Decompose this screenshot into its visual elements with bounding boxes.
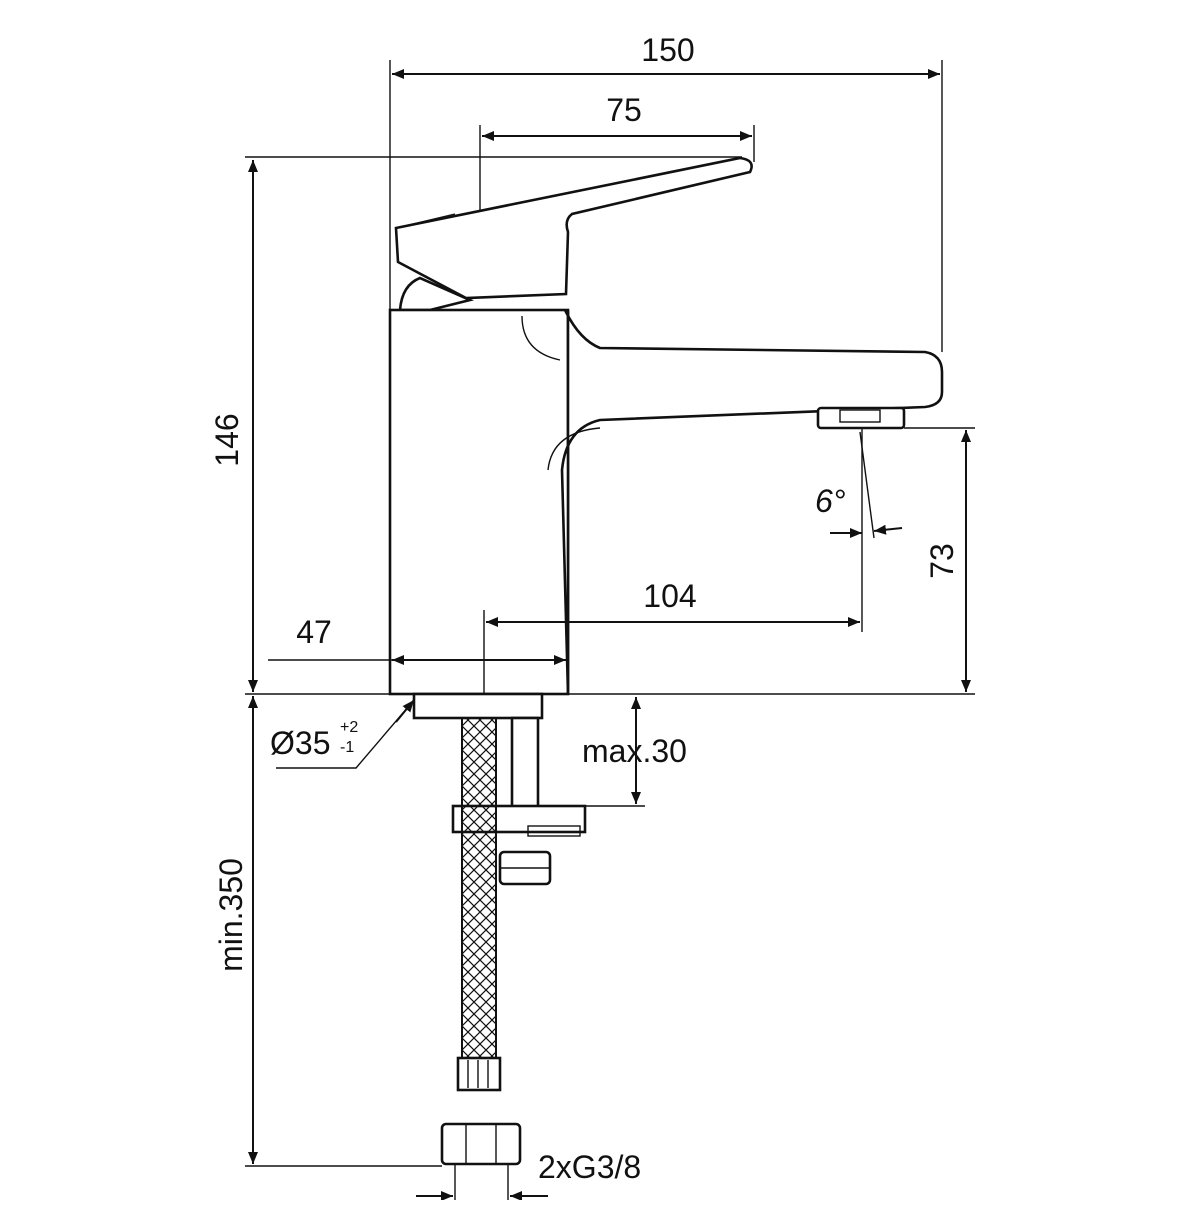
spout-inner-curve	[521, 315, 561, 361]
label-73: 73	[924, 543, 960, 579]
angle-arrow-right	[873, 524, 903, 535]
label-connection: 2xG3/8	[538, 1149, 641, 1185]
hose-braid	[461, 717, 497, 1061]
faucet-spout	[560, 310, 944, 695]
label-spray-angle: 6°	[815, 483, 846, 519]
hose-ferrule	[456, 1056, 502, 1092]
label-max-30: max.30	[582, 733, 687, 769]
aerator	[816, 406, 906, 430]
diameter-leader	[276, 699, 415, 769]
base-plate	[412, 692, 544, 720]
threaded-rod	[510, 716, 540, 812]
hose-connector-nut	[440, 1122, 522, 1166]
spout-under-curve	[547, 427, 601, 471]
faucet-body	[388, 156, 944, 696]
spray-angle-line	[859, 431, 875, 539]
bracket-lip	[527, 825, 581, 837]
lever-handle	[394, 156, 753, 300]
flexible-hose	[440, 717, 522, 1166]
label-diameter: Ø35	[270, 725, 330, 761]
dimension-labels: 150 75 146 73 104 47 6° Ø35 +2 -1 max.30…	[209, 32, 960, 1185]
diameter-arrow	[395, 699, 415, 723]
label-tol-minus: -1	[340, 739, 354, 756]
lever-edge	[395, 213, 456, 229]
label-146: 146	[209, 413, 245, 466]
dimension-lines	[248, 69, 971, 1201]
label-min-350: min.350	[213, 858, 249, 972]
label-75: 75	[606, 92, 642, 128]
faucet-column	[388, 308, 570, 696]
aerator-insert	[839, 409, 881, 423]
extension-lines	[245, 60, 975, 1200]
mounting-hardware	[412, 692, 587, 886]
label-47: 47	[296, 614, 332, 650]
label-150: 150	[641, 32, 694, 68]
label-104: 104	[643, 578, 696, 614]
label-tol-plus: +2	[340, 719, 358, 736]
